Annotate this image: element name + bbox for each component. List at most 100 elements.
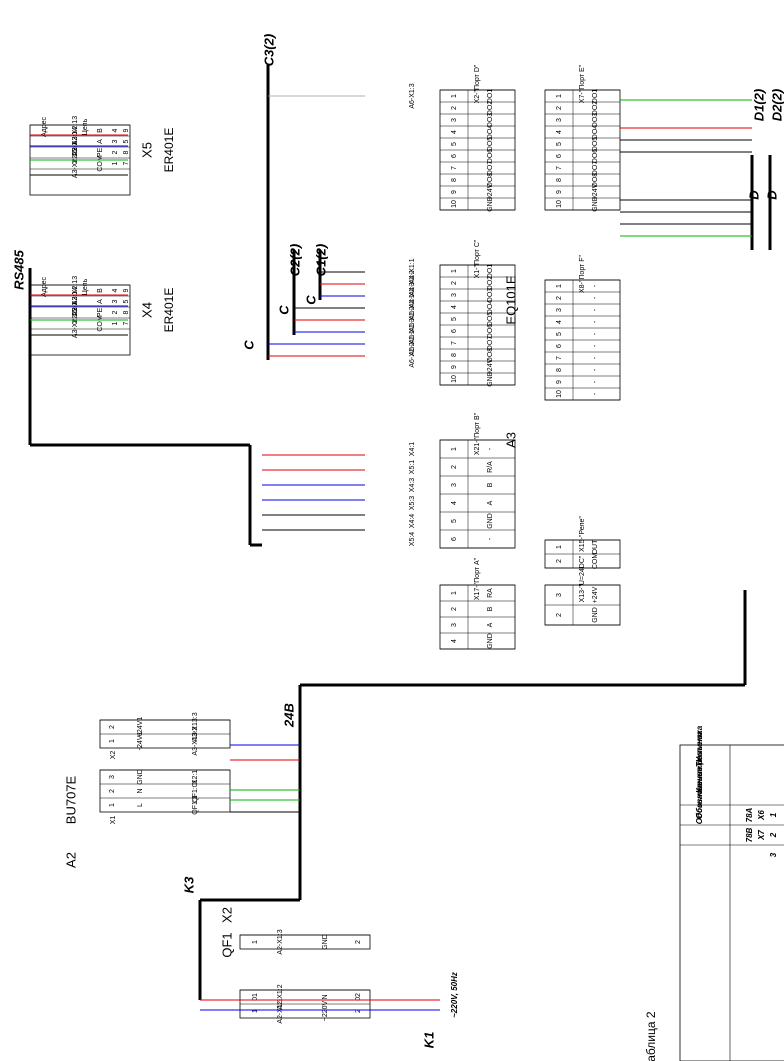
qf1-block-num: 1 <box>252 1009 259 1013</box>
bu707-x1-chain: L <box>137 803 144 807</box>
port-d-signal: DO4 <box>487 125 494 140</box>
er401-num: 1 <box>112 161 119 165</box>
port-e-pin: 6 <box>556 154 563 158</box>
port-a-pin: 2 <box>451 607 458 611</box>
port-b-pin: 6 <box>451 537 458 541</box>
port-e-pin: 7 <box>556 166 563 170</box>
port-e-pin: 8 <box>556 178 563 182</box>
port-rele-pin: 2 <box>556 559 563 563</box>
device-label: X4 <box>139 302 154 318</box>
port-a-signal: B <box>487 606 494 611</box>
port-e-pin: 10 <box>556 200 563 208</box>
port-c-signal: DO4 <box>487 300 494 315</box>
port-b-signal: - <box>487 537 494 540</box>
port-f-pin: 6 <box>556 344 563 348</box>
port-f-signal: - <box>592 332 599 335</box>
bus-label: K1 <box>421 1032 436 1049</box>
port-e-signal: DO7 <box>592 161 599 176</box>
port-rele-signal: OUT <box>592 539 599 555</box>
er401-num: 4 <box>112 288 119 292</box>
port-d-signal: DO1 <box>487 89 494 104</box>
power-label: ~220V, 50Hz <box>450 972 459 1018</box>
table-cell: 1 <box>769 812 778 817</box>
port-f-signal: - <box>592 380 599 383</box>
port-f-signal: - <box>592 320 599 323</box>
port-d-pin: 7 <box>451 166 458 170</box>
bus-label: D <box>764 190 779 200</box>
qf1-block-pin: 02 <box>355 993 362 1001</box>
port-u-pin: 3 <box>556 593 563 597</box>
er401-header: Адрес <box>41 116 48 137</box>
er401-header: Адрес <box>41 276 48 297</box>
port-b-signal: R/A <box>487 461 494 473</box>
port-d-pin: 1 <box>451 94 458 98</box>
device-eq101e: EQ101E <box>503 275 518 324</box>
port-u-pin: 2 <box>556 613 563 617</box>
port-b-addr: X4:1 <box>409 442 416 457</box>
port-f-signal: - <box>592 356 599 359</box>
bu707-x1-addr: QF1:01 <box>192 779 199 802</box>
port-c-addr: A5-X1:2 <box>409 306 416 331</box>
bus-label: C3(2) <box>261 34 276 67</box>
device-a3: A3 <box>503 432 518 448</box>
port-b-addr: X5:3 <box>409 496 416 511</box>
table-header: Обозначение клеммника <box>695 725 704 824</box>
table-cell: 2 <box>769 832 778 838</box>
er401-num: 4 <box>112 128 119 132</box>
bu707-x1-title: X1 <box>110 816 117 825</box>
bus-label: C1(2) <box>313 244 328 277</box>
port-c-pin: 2 <box>451 281 458 285</box>
device-label: ER401E <box>162 128 176 173</box>
bu707-x1-cont: 1 <box>109 803 116 807</box>
port-e-pin: 1 <box>556 94 563 98</box>
bu707-x1-chain: GND <box>137 769 144 785</box>
port-f-pin: 9 <box>556 380 563 384</box>
port-d-pin: 8 <box>451 178 458 182</box>
device-bu707e: BU707E <box>63 775 78 824</box>
er401-pin: 9 <box>123 128 130 132</box>
port-b-addr: X4:3 <box>409 478 416 493</box>
table-cell: 78A <box>745 807 754 822</box>
port-c-signal: GND <box>487 371 494 387</box>
port-d-signal: GND <box>487 196 494 212</box>
port-c-addr: A4-X1:2 <box>409 270 416 295</box>
bu707-x2-chain: -24V1 <box>137 732 144 751</box>
port-f-signal: - <box>592 344 599 347</box>
qf1-block-pin: 2 <box>355 1009 362 1013</box>
port-a-signal: GND <box>487 633 494 649</box>
er401-pin: 7 <box>123 321 130 325</box>
port-c-title: X1-"Порт C" <box>474 239 481 278</box>
qf1-block-chain: ~220V <box>322 1000 329 1021</box>
x2-block-addr: A2-X1:3 <box>277 929 284 954</box>
bu707-x1-addr: QF1:1 <box>192 795 199 815</box>
bus-label: C <box>276 305 291 315</box>
er401-pin: 7 <box>123 161 130 165</box>
port-c-pin: 1 <box>451 269 458 273</box>
port-f-pin: 1 <box>556 284 563 288</box>
bu707-x2-addr: A3-X13:2 <box>192 726 199 755</box>
port-c-pin: 6 <box>451 329 458 333</box>
er401-num: 3 <box>112 299 119 303</box>
er401-addr: A3-X2:13 <box>72 116 79 145</box>
x2-block <box>239 934 371 950</box>
port-d-pin: 6 <box>451 154 458 158</box>
port-c-signal: +24V <box>487 358 494 375</box>
bus-label: C <box>241 340 256 350</box>
port-d-pin: 5 <box>451 142 458 146</box>
port-c-signal: DO3 <box>487 288 494 303</box>
port-d-pin: 2 <box>451 106 458 110</box>
bu707-x1-chain: N <box>137 788 144 793</box>
port-c-addr: A5-X1:1 <box>409 294 416 319</box>
port-b-pin: 4 <box>451 501 458 505</box>
port-b-pin: 5 <box>451 519 458 523</box>
port-c-signal: DO5 <box>487 312 494 327</box>
qf1-block <box>239 989 371 1019</box>
port-a-pin: 1 <box>451 591 458 595</box>
bu707-x1-cont: 3 <box>109 775 116 779</box>
port-c-addr: A4-X1:3 <box>409 282 416 307</box>
port-e-title: X7-"Порт E" <box>579 64 586 103</box>
table-cell: 3 <box>769 852 778 857</box>
table-cell: X6 <box>757 810 766 821</box>
er401-signal: B <box>97 288 104 293</box>
bu707-x1 <box>99 769 231 813</box>
